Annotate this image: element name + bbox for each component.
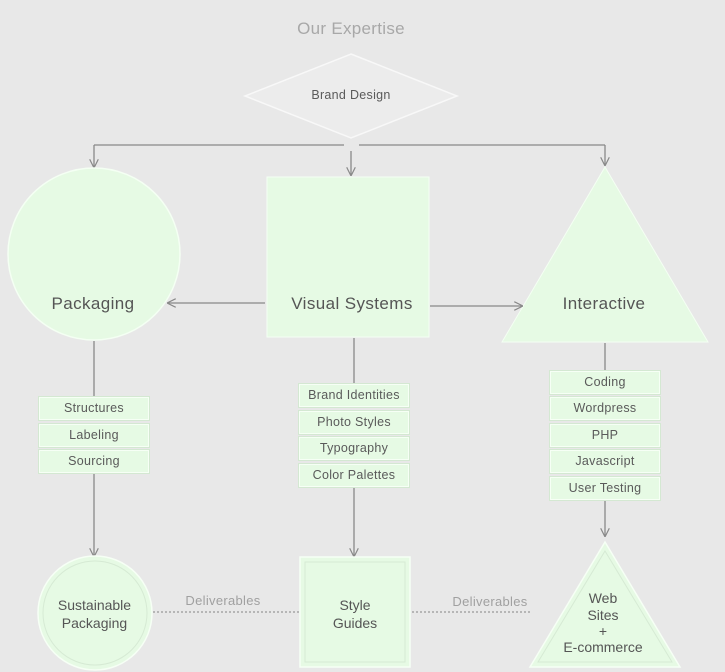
web-sites-label-line4: E-commerce: [563, 639, 643, 655]
sustainable-packaging-circle-inner: [42, 560, 148, 666]
packaging-circle: [7, 167, 181, 341]
web-sites-triangle-inner: [537, 550, 673, 663]
visual-systems-label: Visual Systems: [291, 294, 413, 313]
list-item-wordpress: Wordpress: [549, 396, 661, 421]
list-item-color-palettes: Color Palettes: [298, 463, 410, 488]
deliverables-label-right: Deliverables: [452, 594, 528, 609]
vertical-connectors: [94, 338, 605, 556]
list-item-javascript: Javascript: [549, 449, 661, 474]
web-sites-label-line1: Web: [588, 590, 618, 606]
list-item-php: PHP: [549, 423, 661, 448]
side-connectors: [168, 303, 522, 306]
style-guides-square-inner: [304, 561, 406, 663]
top-connectors: [94, 144, 605, 175]
deliverables-label-left: Deliverables: [185, 593, 261, 608]
style-guides-label: Style Guides: [332, 597, 378, 631]
list-item-user-testing: User Testing: [549, 476, 661, 501]
web-sites-label-line2: Sites: [587, 607, 619, 623]
list-item-structures: Structures: [38, 396, 150, 421]
interactive-label: Interactive: [562, 294, 646, 313]
list-item-coding: Coding: [549, 370, 661, 395]
visual-systems-square: [266, 176, 430, 338]
list-item-sourcing: Sourcing: [38, 449, 150, 474]
interactive-triangle: [501, 166, 709, 343]
list-item-labeling: Labeling: [38, 423, 150, 448]
web-sites-label-line3: +: [598, 623, 608, 639]
brand-design-label: Brand Design: [311, 88, 391, 102]
packaging-label: Packaging: [51, 294, 135, 313]
list-item-typography: Typography: [298, 436, 410, 461]
brand-design-diamond: [242, 53, 460, 139]
sustainable-packaging-label: Sustainable Packaging: [57, 597, 132, 631]
page-title: Our Expertise: [297, 19, 405, 38]
list-item-brand-identities: Brand Identities: [298, 383, 410, 408]
list-item-photo-styles: Photo Styles: [298, 410, 410, 435]
